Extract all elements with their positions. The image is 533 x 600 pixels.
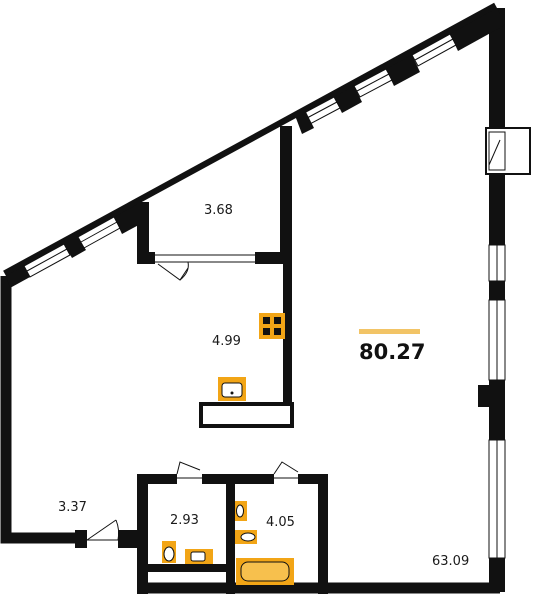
room-area-kitchen: 4.99 (212, 334, 241, 349)
room-area-storage: 3.68 (204, 203, 233, 218)
sink-icon (185, 549, 213, 564)
room-area-bathroom: 4.05 (266, 515, 295, 530)
bathtub-icon (236, 558, 294, 585)
door-icon (155, 254, 255, 281)
door-icon (485, 127, 531, 175)
sink-icon (218, 377, 246, 401)
storage-walls (137, 126, 292, 264)
total-area: 80.27 (359, 340, 425, 364)
door-icon (273, 461, 299, 479)
door-icon (86, 519, 120, 541)
sink-icon (235, 501, 247, 521)
room-area-hall: 3.37 (58, 500, 87, 515)
toilet-icon (162, 541, 176, 563)
right-windows (478, 127, 531, 559)
bath-walls (75, 474, 328, 594)
door-icon (176, 461, 202, 479)
kitchen-partition (199, 262, 294, 428)
stove-icon (259, 313, 285, 339)
wall-left (0, 276, 80, 544)
diagonal-wall (3, 2, 505, 288)
room-area-living: 63.09 (432, 554, 469, 569)
toilet-icon (235, 530, 257, 544)
room-area-wc: 2.93 (170, 513, 199, 528)
total-area-accent-bar (359, 329, 420, 334)
